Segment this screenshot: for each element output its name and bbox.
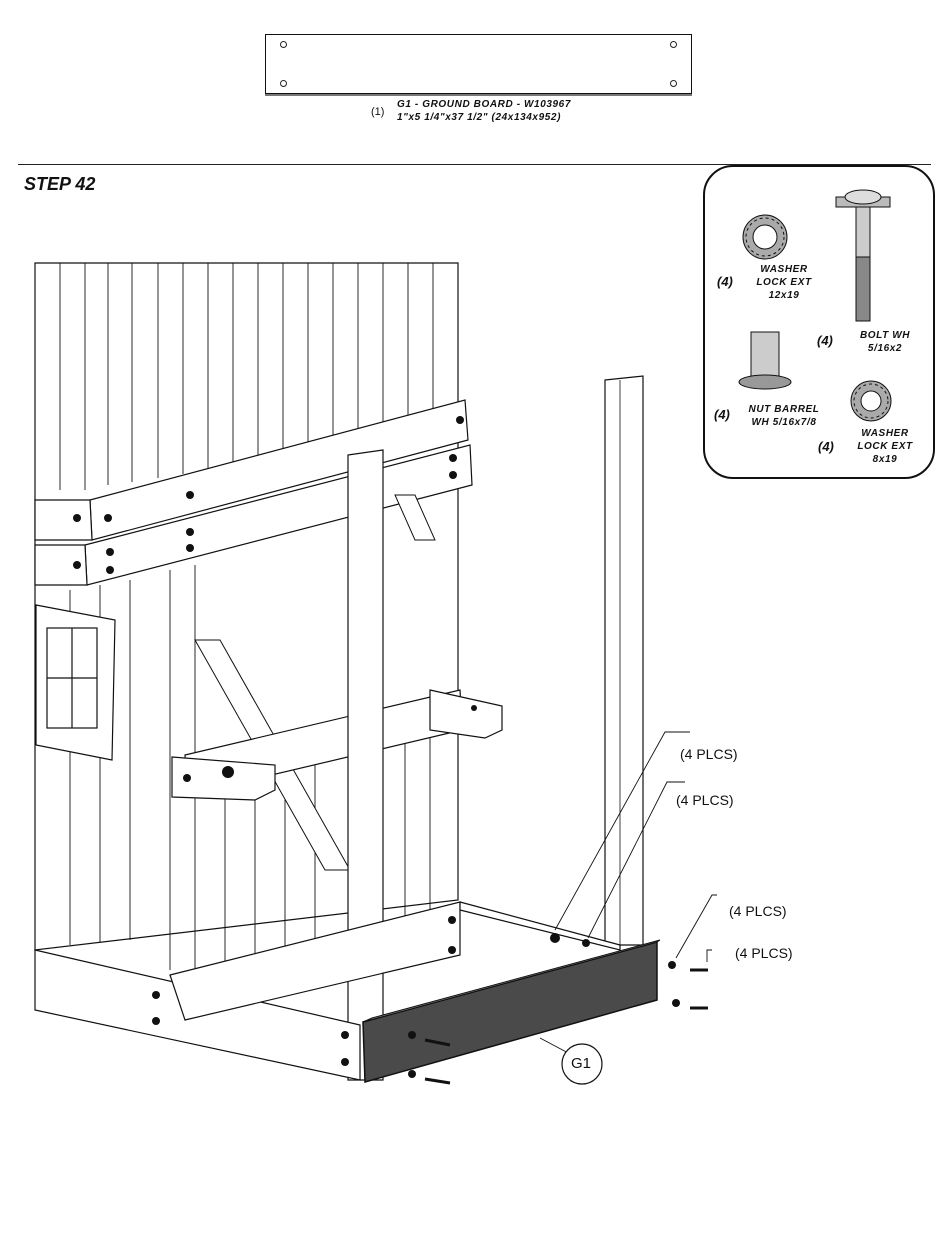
- hardware-label-line: NUT BARREL: [739, 403, 829, 416]
- callout-label: (4 PLCS): [680, 746, 738, 762]
- callout-label: (4 PLCS): [676, 792, 734, 808]
- hardware-label-line: BOLT WH: [845, 329, 925, 342]
- hardware-label-line: 12x19: [749, 289, 819, 302]
- lock-washer-icon: [743, 215, 787, 259]
- hardware-label-line: LOCK EXT: [847, 440, 923, 453]
- hardware-qty: (4): [818, 439, 834, 454]
- hardware-label: WASHER LOCK EXT 8x19: [847, 427, 923, 466]
- bolt-icon: [836, 190, 890, 321]
- hardware-panel: (4) WASHER LOCK EXT 12x19 (4) BOLT WH 5/…: [703, 165, 935, 479]
- hardware-label-line: 5/16x2: [845, 342, 925, 355]
- hardware-qty: (4): [714, 407, 730, 422]
- front-post: [348, 450, 383, 1080]
- callout-label: (4 PLCS): [735, 945, 793, 961]
- hardware-qty: (4): [717, 274, 733, 289]
- hardware-label-line: WH 5/16x7/8: [739, 416, 829, 429]
- hardware-label: WASHER LOCK EXT 12x19: [749, 263, 819, 302]
- barrel-nut-icon: [739, 332, 791, 389]
- bracket-right: [430, 690, 502, 738]
- hardware-label-line: WASHER: [749, 263, 819, 276]
- lock-washer-icon: [851, 381, 891, 421]
- hardware-label-line: WASHER: [847, 427, 923, 440]
- wall-panel: [35, 263, 458, 950]
- hardware-label: BOLT WH 5/16x2: [845, 329, 925, 355]
- callout-label: (4 PLCS): [729, 903, 787, 919]
- g1-label: G1: [571, 1055, 591, 1072]
- hardware-label: NUT BARREL WH 5/16x7/8: [739, 403, 829, 429]
- hardware-qty: (4): [817, 333, 833, 348]
- rear-post: [605, 376, 643, 945]
- hardware-label-line: 8x19: [847, 453, 923, 466]
- hardware-label-line: LOCK EXT: [749, 276, 819, 289]
